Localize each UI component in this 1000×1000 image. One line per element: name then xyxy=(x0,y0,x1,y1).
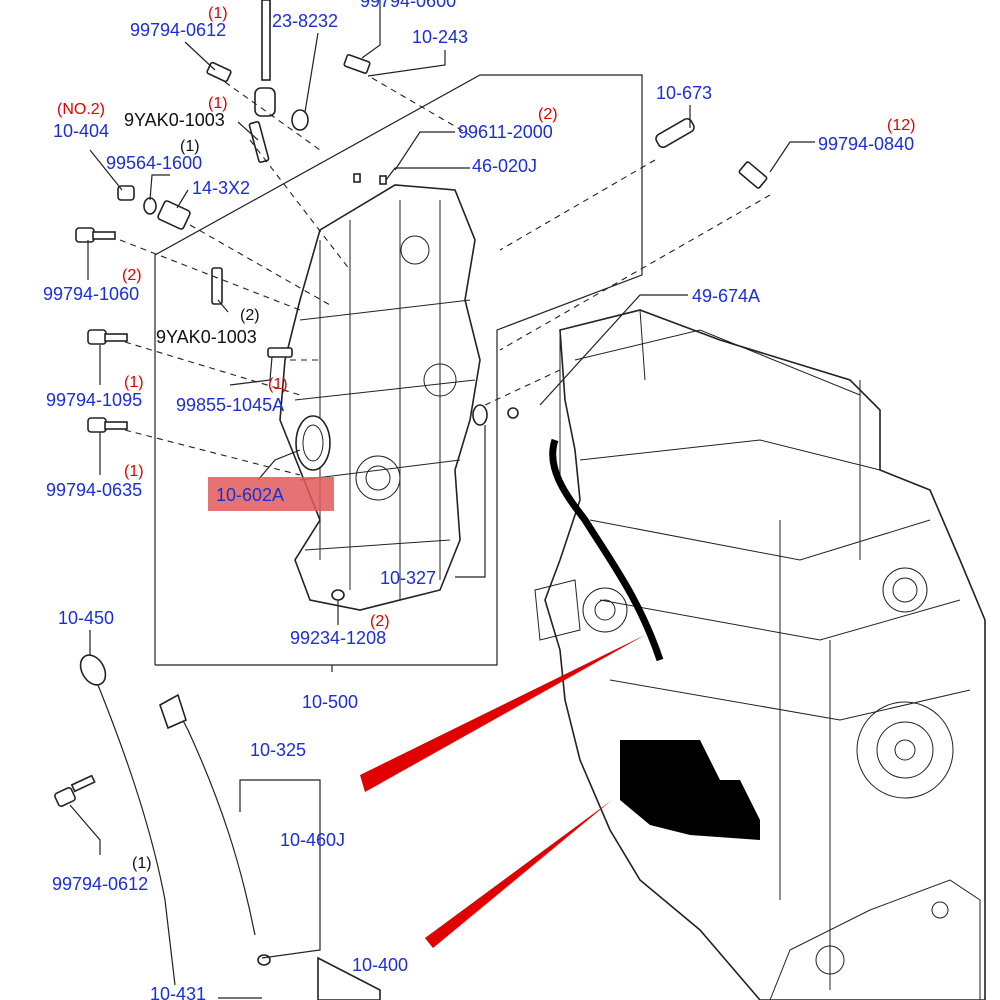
hardware-bolts xyxy=(75,0,768,601)
label-10-673[interactable]: 10-673 xyxy=(656,83,712,103)
label-10-460j[interactable]: 10-460J xyxy=(280,830,345,850)
label-9yak0-1003-mid[interactable]: 9YAK0-1003 xyxy=(156,327,257,347)
qty-p13: (2) xyxy=(122,267,142,284)
callout-arrows xyxy=(360,635,645,948)
qty-p06: (1) xyxy=(208,95,228,112)
qty-p15: (2) xyxy=(240,307,260,324)
label-10-431[interactable]: 10-431 xyxy=(150,984,206,1000)
qty-p01: (1) xyxy=(208,5,228,22)
label-10-400[interactable]: 10-400 xyxy=(352,955,408,975)
label-99794-0600[interactable]: 99794-0600 xyxy=(360,0,456,11)
label-99855-1045a[interactable]: 99855-1045A xyxy=(176,395,284,415)
qty-p05: (NO.2) xyxy=(57,101,105,118)
label-99794-0612-top[interactable]: 99794-0612 xyxy=(130,20,226,40)
part-labels: (1) 99794-0612 23-8232 99794-0600 10-243… xyxy=(43,0,915,1000)
qty-p17: (1) xyxy=(268,376,288,393)
label-23-8232[interactable]: 23-8232 xyxy=(272,11,338,31)
qty-p10: (1) xyxy=(180,138,200,155)
qty-p21: (2) xyxy=(370,613,390,630)
label-14-3x2[interactable]: 14-3X2 xyxy=(192,178,250,198)
label-99794-1060[interactable]: 99794-1060 xyxy=(43,284,139,304)
front-cover-assembly-frame xyxy=(154,74,643,666)
label-10-450[interactable]: 10-450 xyxy=(58,608,114,628)
qty-p18: (1) xyxy=(124,463,144,480)
label-9yak0-1003-top[interactable]: 9YAK0-1003 xyxy=(124,110,225,130)
label-10-327[interactable]: 10-327 xyxy=(380,568,436,588)
label-99564-1600[interactable]: 99564-1600 xyxy=(106,153,202,173)
label-99611-2000[interactable]: 99611-2000 xyxy=(458,122,553,142)
leader-lines xyxy=(69,0,815,999)
qty-p26: (1) xyxy=(132,855,152,872)
qty-p16: (1) xyxy=(124,374,144,391)
label-10-500[interactable]: 10-500 xyxy=(302,692,358,712)
label-10-602a[interactable]: 10-602A xyxy=(216,485,284,505)
dipstick-parts xyxy=(54,654,381,1000)
front-cover-part xyxy=(279,184,519,611)
label-99794-0840[interactable]: 99794-0840 xyxy=(818,134,914,154)
label-46-020j[interactable]: 46-020J xyxy=(472,156,537,176)
dashed-alignment-lines xyxy=(119,77,771,476)
label-99794-0612-bottom[interactable]: 99794-0612 xyxy=(52,874,148,894)
label-49-674a[interactable]: 49-674A xyxy=(692,286,760,306)
label-10-243[interactable]: 10-243 xyxy=(412,27,468,47)
label-99794-0635[interactable]: 99794-0635 xyxy=(46,480,142,500)
qty-p07: (2) xyxy=(538,106,558,123)
label-99794-1095[interactable]: 99794-1095 xyxy=(46,390,142,410)
label-99234-1208[interactable]: 99234-1208 xyxy=(290,628,386,648)
label-10-404[interactable]: 10-404 xyxy=(53,121,109,141)
label-10-325[interactable]: 10-325 xyxy=(250,740,306,760)
qty-p09: (12) xyxy=(887,117,915,134)
engine-block-illustration xyxy=(534,309,986,1000)
highlight-box xyxy=(208,477,334,511)
